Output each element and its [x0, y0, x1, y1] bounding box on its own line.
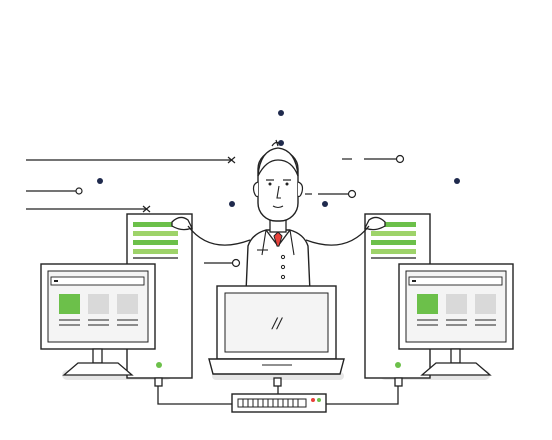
laptop-icon: //	[208, 285, 345, 375]
dot	[454, 178, 460, 184]
monitor-right	[398, 263, 514, 376]
connector-lines-right	[305, 154, 405, 199]
network-switch-icon	[231, 393, 327, 413]
laptop-screen-glyph: //	[270, 316, 283, 332]
network-cables	[154, 377, 403, 405]
person-illustration	[187, 139, 370, 293]
switch-led-red	[311, 398, 315, 402]
dot	[278, 110, 284, 116]
switch-led-green	[317, 398, 321, 402]
dot	[278, 140, 284, 146]
decorative-dots	[97, 110, 460, 207]
dot	[97, 178, 103, 184]
connector-lines-left	[26, 156, 241, 268]
dot	[322, 201, 328, 207]
monitor-left	[40, 263, 156, 376]
dot	[229, 201, 235, 207]
